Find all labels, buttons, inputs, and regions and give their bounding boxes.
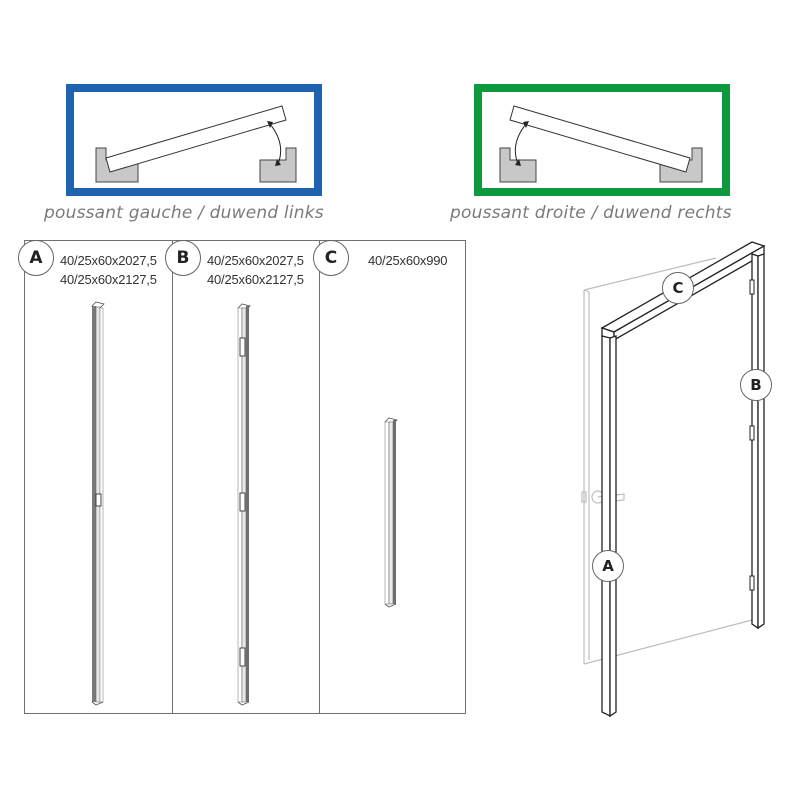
part-a-dimension-1: 40/25x60x2027,5: [60, 253, 157, 268]
assembly-label-a: A: [592, 550, 624, 582]
jamb-a: [601, 335, 617, 718]
part-b-badge: B: [165, 240, 201, 276]
assembly-label-c: C: [662, 272, 694, 304]
panel-divider: [319, 241, 320, 713]
part-b-dimension-1: 40/25x60x2027,5: [207, 253, 304, 268]
part-b-dimension-2: 40/25x60x2127,5: [207, 272, 304, 287]
parts-panel-group: [24, 240, 466, 714]
part-a-dimension-2: 40/25x60x2127,5: [60, 272, 157, 287]
left-hand-caption: poussant gauche / duwend links: [44, 203, 324, 223]
part-c-dimensions: 40/25x60x990: [368, 251, 447, 270]
right-hand-opening-diagram: [474, 84, 730, 196]
part-a-dimensions: 40/25x60x2027,5 40/25x60x2127,5: [60, 251, 157, 289]
left-hand-opening-diagram: [66, 84, 322, 196]
assembly-label-b: B: [740, 369, 772, 401]
part-a-badge: A: [18, 240, 54, 276]
door-swing-left-illustration: [95, 105, 297, 183]
hinge-icons: [749, 279, 755, 591]
jamb-b: [751, 253, 765, 630]
part-b-dimensions: 40/25x60x2027,5 40/25x60x2127,5: [207, 251, 304, 289]
profile-b-jamb: [237, 303, 251, 706]
panel-divider: [172, 241, 173, 713]
right-hand-caption: poussant droite / duwend rechts: [450, 203, 732, 223]
part-c-badge: C: [313, 240, 349, 276]
profile-c-header: [384, 417, 398, 608]
profile-a-jamb: [91, 301, 105, 706]
part-c-dimension-1: 40/25x60x990: [368, 253, 448, 268]
door-swing-right-illustration: [499, 105, 703, 183]
